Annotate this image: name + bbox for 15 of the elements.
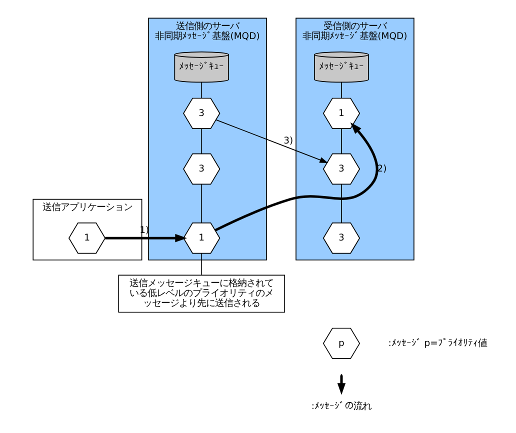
legend-label: :ﾒｯｾｰｼﾞの流れ xyxy=(310,400,372,412)
connector xyxy=(200,184,202,224)
connector xyxy=(200,82,202,99)
node-label: :ﾒｯｾｰｼﾞ p=ﾌﾟﾗｲｵﾘﾃｨ値 xyxy=(388,338,486,349)
connector xyxy=(340,128,342,154)
arrow xyxy=(214,122,378,232)
edge-label: 2) xyxy=(376,163,386,174)
edge-label: 3) xyxy=(283,136,293,147)
connector xyxy=(200,128,202,154)
arrow xyxy=(104,234,186,242)
connector xyxy=(340,82,342,99)
connector xyxy=(340,184,342,224)
node-box: 送信メッセージキューに格納されている低レベルのプライオリティのメッセージより先に送信される xyxy=(118,274,285,313)
arrow xyxy=(215,119,328,163)
connector xyxy=(200,252,202,276)
